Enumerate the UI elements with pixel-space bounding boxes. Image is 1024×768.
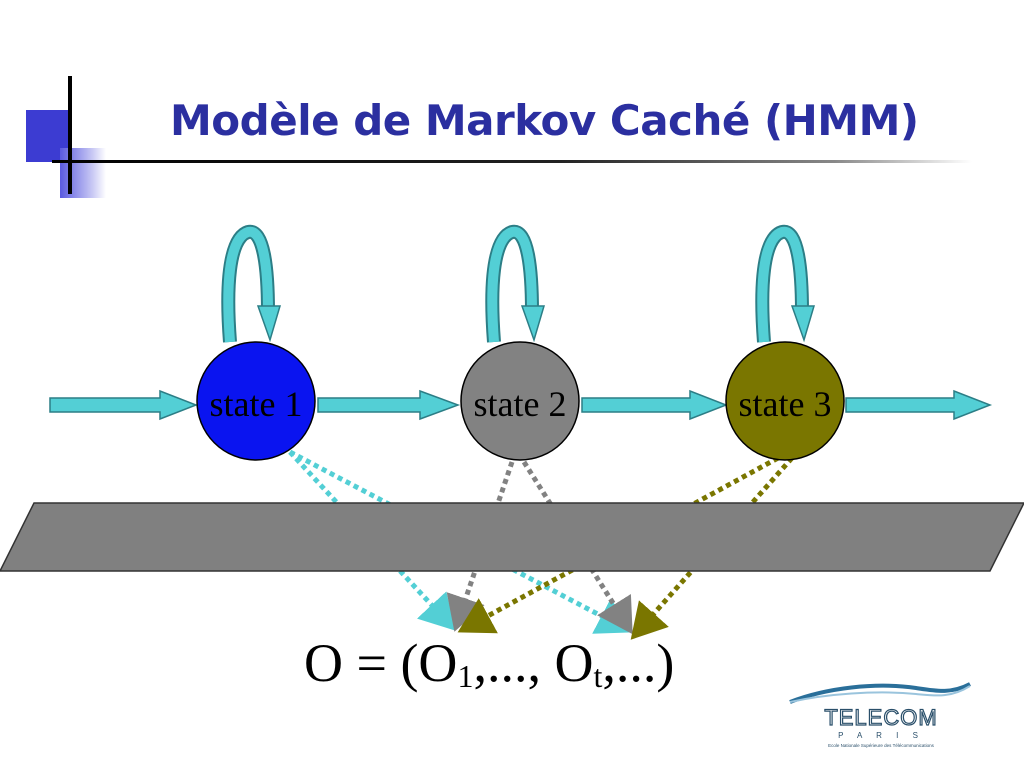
hidden-layer-band — [0, 502, 1024, 572]
obs-subscript-t: t — [593, 658, 603, 694]
state-node-2: state 2 — [460, 341, 580, 461]
obs-subscript-1: 1 — [457, 658, 474, 694]
state-node-1: state 1 — [196, 341, 316, 461]
state-circle — [196, 341, 316, 461]
obs-prefix: O = (O — [304, 633, 458, 693]
self-loop-state-1 — [221, 224, 282, 343]
self-loops — [221, 224, 816, 343]
title-underline — [52, 160, 972, 163]
obs-middle: ,..., O — [473, 633, 594, 693]
observation-sequence: O = (O1,..., Ot,...) — [304, 632, 674, 695]
transition-arrows — [49, 389, 993, 421]
self-loop-state-2 — [485, 224, 546, 343]
emission-arrow-state3-o1 — [457, 455, 780, 634]
transition-arrow-1-2 — [317, 389, 461, 421]
state-node-3: state 3 — [725, 341, 845, 461]
decor-vertical-line — [68, 76, 72, 194]
transition-arrow-2-3 — [581, 389, 729, 421]
obs-suffix: ,...) — [602, 633, 675, 693]
decor-gradient-square — [60, 148, 106, 198]
output-arrow — [845, 389, 993, 421]
input-arrow — [49, 389, 199, 421]
state-label: state 1 — [210, 384, 303, 424]
state-circle — [460, 341, 580, 461]
logo-wordmark: TELECOM — [824, 705, 937, 730]
state-label: state 3 — [739, 384, 832, 424]
telecom-paris-logo: TELECOM P A R I S Ecole Nationale Supéri… — [789, 682, 971, 748]
logo-city: P A R I S — [838, 731, 924, 740]
slide-title: Modèle de Markov Caché (HMM) — [170, 96, 919, 145]
self-loop-state-3 — [755, 224, 816, 343]
state-label: state 2 — [474, 384, 567, 424]
logo-tagline: Ecole Nationale Supérieure des Télécommu… — [828, 743, 934, 748]
state-circle — [725, 341, 845, 461]
